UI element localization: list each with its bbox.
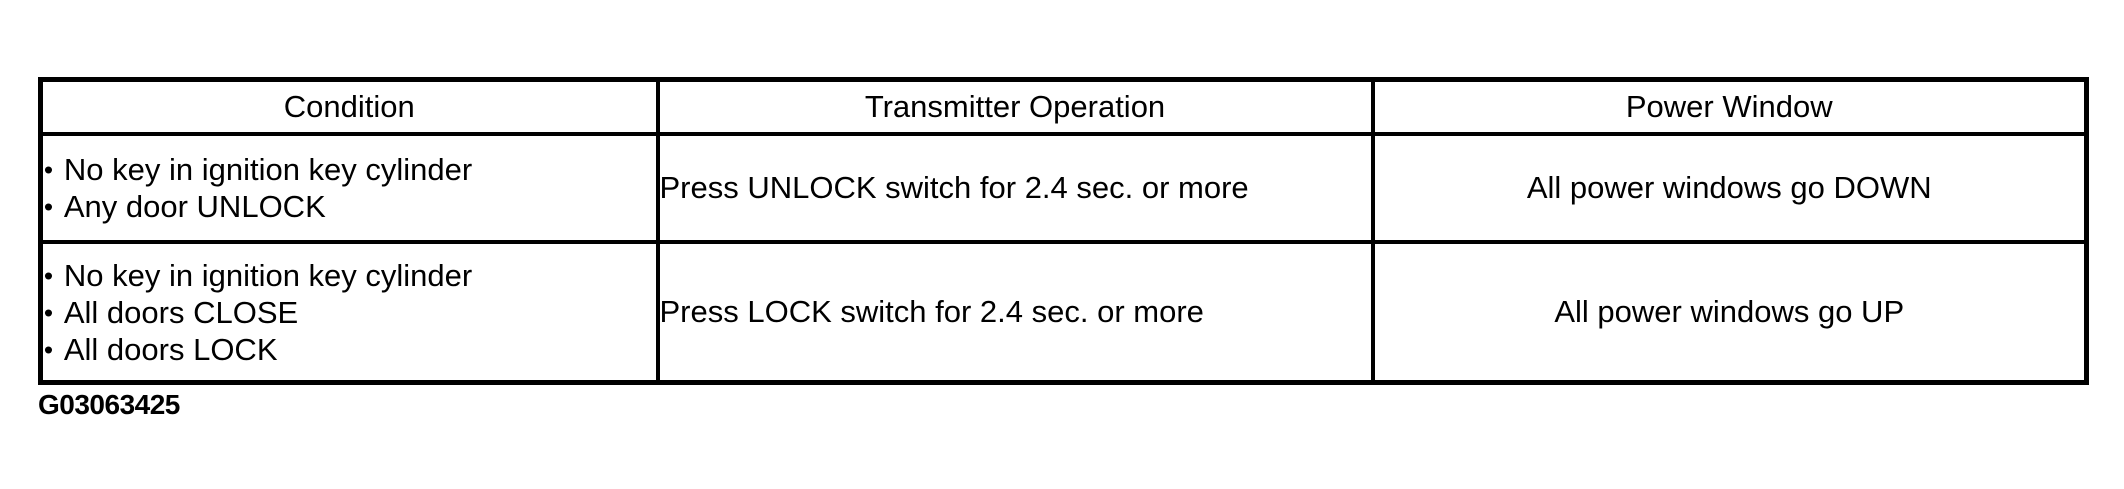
- condition-item: • All doors LOCK: [43, 331, 654, 368]
- bullet-icon: •: [43, 260, 54, 290]
- transmitter-operation-cell: Press UNLOCK switch for 2.4 sec. or more: [655, 132, 1375, 244]
- bullet-icon: •: [43, 334, 54, 364]
- condition-text: Any door UNLOCK: [63, 189, 326, 224]
- power-window-cell: All power windows go UP: [1370, 240, 2089, 385]
- column-header-power-window: Power Window: [1370, 77, 2089, 136]
- power-window-operation-table: Condition Transmitter Operation Power Wi…: [38, 77, 2089, 385]
- power-window-cell: All power windows go DOWN: [1370, 132, 2089, 244]
- table-row: • No key in ignition key cylinder • Any do…: [38, 132, 2089, 244]
- condition-text: All doors CLOSE: [63, 294, 299, 330]
- condition-item: • No key in ignition key cylinder: [43, 151, 654, 188]
- column-header-condition: Condition: [38, 77, 660, 136]
- transmitter-operation-cell: Press LOCK switch for 2.4 sec. or more: [655, 240, 1375, 385]
- condition-item: • All doors CLOSE: [43, 294, 654, 331]
- table-row: • No key in ignition key cylinder • All do…: [38, 240, 2089, 385]
- condition-text: All doors LOCK: [63, 331, 278, 367]
- figure-id: G03063425: [38, 389, 180, 420]
- bullet-icon: •: [43, 154, 54, 185]
- condition-item: • Any door UNLOCK: [43, 188, 654, 225]
- bullet-icon: •: [43, 191, 54, 222]
- condition-text: No key in ignition key cylinder: [63, 257, 473, 293]
- condition-text: No key in ignition key cylinder: [63, 152, 473, 187]
- condition-cell: • No key in ignition key cylinder • Any do…: [38, 132, 660, 244]
- bullet-icon: •: [43, 297, 54, 327]
- condition-item: • No key in ignition key cylinder: [43, 257, 654, 294]
- condition-cell: • No key in ignition key cylinder • All do…: [38, 240, 660, 385]
- column-header-transmitter-operation: Transmitter Operation: [655, 77, 1375, 136]
- header-row: Condition Transmitter Operation Power Wi…: [38, 77, 2089, 136]
